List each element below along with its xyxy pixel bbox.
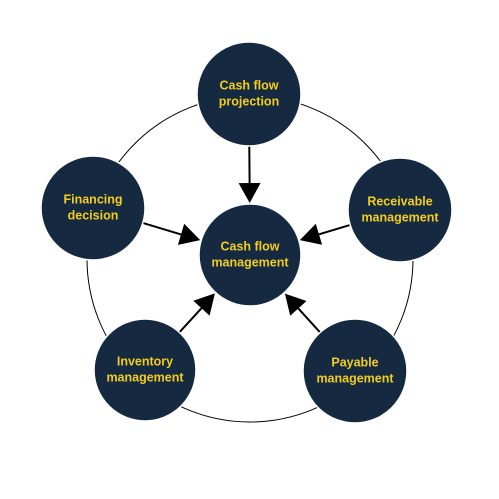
node-circle [93, 318, 197, 422]
node-label-line: Cash flow [219, 78, 278, 92]
node-circle [40, 155, 146, 261]
node-label-line: management [106, 370, 184, 384]
nodes-layer: Cash flowprojectionReceivablemanagementP… [40, 41, 453, 424]
arrow-cash-flow-projection-to-cash-flow-management [238, 145, 261, 203]
arrow-financing-decision-to-cash-flow-management [142, 221, 201, 245]
node-label-line: Financing [63, 192, 122, 206]
node-receivable-management: Receivable management [347, 157, 453, 263]
node-cash-flow-projection: Cash flow projection [196, 41, 302, 147]
node-circle [347, 157, 453, 263]
node-circle [198, 203, 302, 307]
node-label-line: management [316, 371, 394, 385]
node-label-line: Payable [331, 355, 378, 369]
node-inventory-management: Inventory management [93, 318, 197, 422]
arrow-receivable-management-to-cash-flow-management [299, 223, 351, 245]
node-label-line: management [211, 255, 289, 269]
node-label-line: decision [68, 208, 119, 222]
node-label-line: Cash flow [220, 239, 279, 253]
node-label-line: Receivable [367, 194, 432, 208]
node-label-line: management [361, 210, 439, 224]
arrow-shaft [318, 223, 351, 236]
arrowhead [177, 223, 201, 245]
arrow-shaft [297, 307, 321, 334]
arrowhead [299, 223, 323, 245]
arrowhead [238, 182, 261, 203]
node-cash-flow-management: Cash flow management [198, 203, 302, 307]
node-label-line: projection [219, 94, 279, 108]
arrowhead [284, 293, 307, 316]
arrow-shaft [178, 307, 203, 333]
arrowhead [193, 293, 215, 316]
edges-layer [142, 145, 351, 334]
node-payable-management: Payable management [302, 318, 408, 424]
node-circle [196, 41, 302, 147]
node-financing-decision: Financing decision [40, 155, 146, 261]
arrow-shaft [142, 221, 182, 236]
node-label-line: Inventory [117, 354, 173, 368]
arrow-inventory-management-to-cash-flow-management [178, 293, 215, 333]
node-circle [302, 318, 408, 424]
arrow-payable-management-to-cash-flow-management [284, 293, 321, 334]
